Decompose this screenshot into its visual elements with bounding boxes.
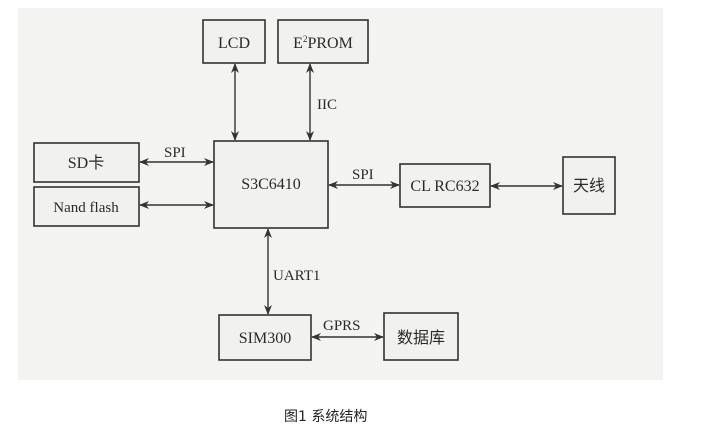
eeprom-block: E2PROM xyxy=(277,19,369,64)
figure-caption: 图1 系统结构 xyxy=(284,409,367,425)
lcd-block: LCD xyxy=(202,19,266,64)
gprs-label: GPRS xyxy=(323,318,361,334)
uart1-label: UART1 xyxy=(273,268,320,284)
spi-right-label: SPI xyxy=(352,167,374,183)
lcd-label: LCD xyxy=(218,35,250,52)
sim300-label: SIM300 xyxy=(239,330,291,347)
iic-label: IIC xyxy=(317,97,337,113)
sim300-block: SIM300 xyxy=(218,314,312,361)
cpu-label: S3C6410 xyxy=(241,176,301,193)
spi-left-label: SPI xyxy=(164,145,186,161)
sd-card-block: SD卡 xyxy=(33,142,140,183)
nand-flash-label: Nand flash xyxy=(53,200,119,216)
antenna-label: 天线 xyxy=(573,177,605,195)
database-block: 数据库 xyxy=(383,312,459,361)
rfid-block: CL RC632 xyxy=(399,163,491,208)
sd-card-label: SD卡 xyxy=(68,154,104,172)
antenna-block: 天线 xyxy=(562,156,616,215)
cpu-block: S3C6410 xyxy=(213,140,329,229)
nand-flash-block: Nand flash xyxy=(33,186,140,227)
database-label: 数据库 xyxy=(397,329,445,347)
rfid-label: CL RC632 xyxy=(410,178,479,195)
eeprom-label: E2PROM xyxy=(293,34,353,52)
